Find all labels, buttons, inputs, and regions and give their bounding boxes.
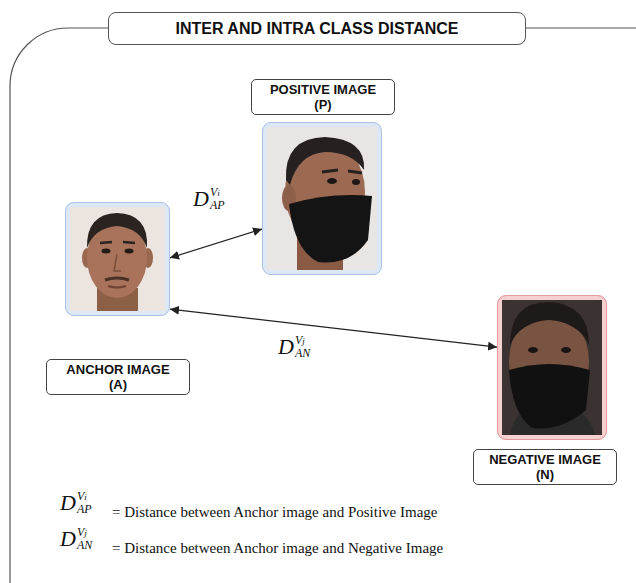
superscript: Vj [295,334,310,347]
superscript-base: V [210,185,217,199]
frame-fill [262,122,382,275]
eye [352,179,360,185]
image-frame: ANCHOR IMAGE (A) [65,202,170,316]
symbol-base: D [60,491,76,515]
photo-background [267,127,377,270]
eye [125,249,134,254]
photo-background [70,207,165,311]
image-label: ANCHOR IMAGE (A) [46,359,190,395]
image-label: POSITIVE IMAGE (P) [251,79,395,115]
photo-background [502,300,602,435]
title-box: INTER AND INTRA CLASS DISTANCE [108,12,526,45]
distance-arrow [170,309,497,347]
symbol-base: D [60,527,76,551]
superscript-index: i [217,188,220,198]
superscript-index: i [84,492,87,502]
distance-symbol: DAPVi [60,490,92,515]
hair [510,302,589,345]
superscript-base: V [295,333,302,347]
image-label: NEGATIVE IMAGE (N) [473,449,617,485]
hair [286,137,364,185]
subscript: AN [295,347,310,359]
superscript-base: V [77,525,84,539]
superscript: Vi [210,186,225,199]
image-frame: NEGATIVE IMAGE (N) [497,295,607,440]
face-mask [289,195,372,263]
anchor-photo [70,207,165,311]
symbol-scripts: ANVj [295,334,310,359]
definition-text: = Distance between Anchor image and Posi… [112,503,437,521]
eye [528,347,538,353]
superscript-base: V [77,489,84,503]
subscript: AN [77,539,92,551]
frame-fill [65,202,170,316]
symbol-scripts: ANVj [77,526,92,551]
outer-frame [10,28,636,583]
distance-arrow [170,229,262,258]
negative-photo [502,300,602,435]
mustache [105,278,129,280]
image-frame: POSITIVE IMAGE (P) [262,122,382,275]
brows [100,242,135,243]
distance-symbol: DANVj [60,526,92,551]
superscript-index: j [302,336,305,346]
positive-photo [267,127,377,270]
eye [327,178,337,184]
subscript: AP [77,503,92,515]
frame-fill [497,295,607,440]
face-mask [509,364,590,429]
symbol-scripts: APVi [77,490,92,515]
eye [561,347,571,353]
nose [114,254,121,271]
definition-text: = Distance between Anchor image and Nega… [112,539,443,557]
superscript-index: j [84,528,87,538]
superscript: Vi [77,490,92,503]
eye [102,249,111,254]
mouth [108,286,126,288]
symbol-scripts: APVi [210,186,225,211]
edge-label: DANVj [278,334,310,359]
hair [87,213,147,248]
symbol-base: D [193,187,209,211]
symbol-base: D [278,335,294,359]
superscript: Vj [77,526,92,539]
edge-label: DAPVi [193,186,225,211]
subscript: AP [210,199,225,211]
brows [322,170,362,173]
